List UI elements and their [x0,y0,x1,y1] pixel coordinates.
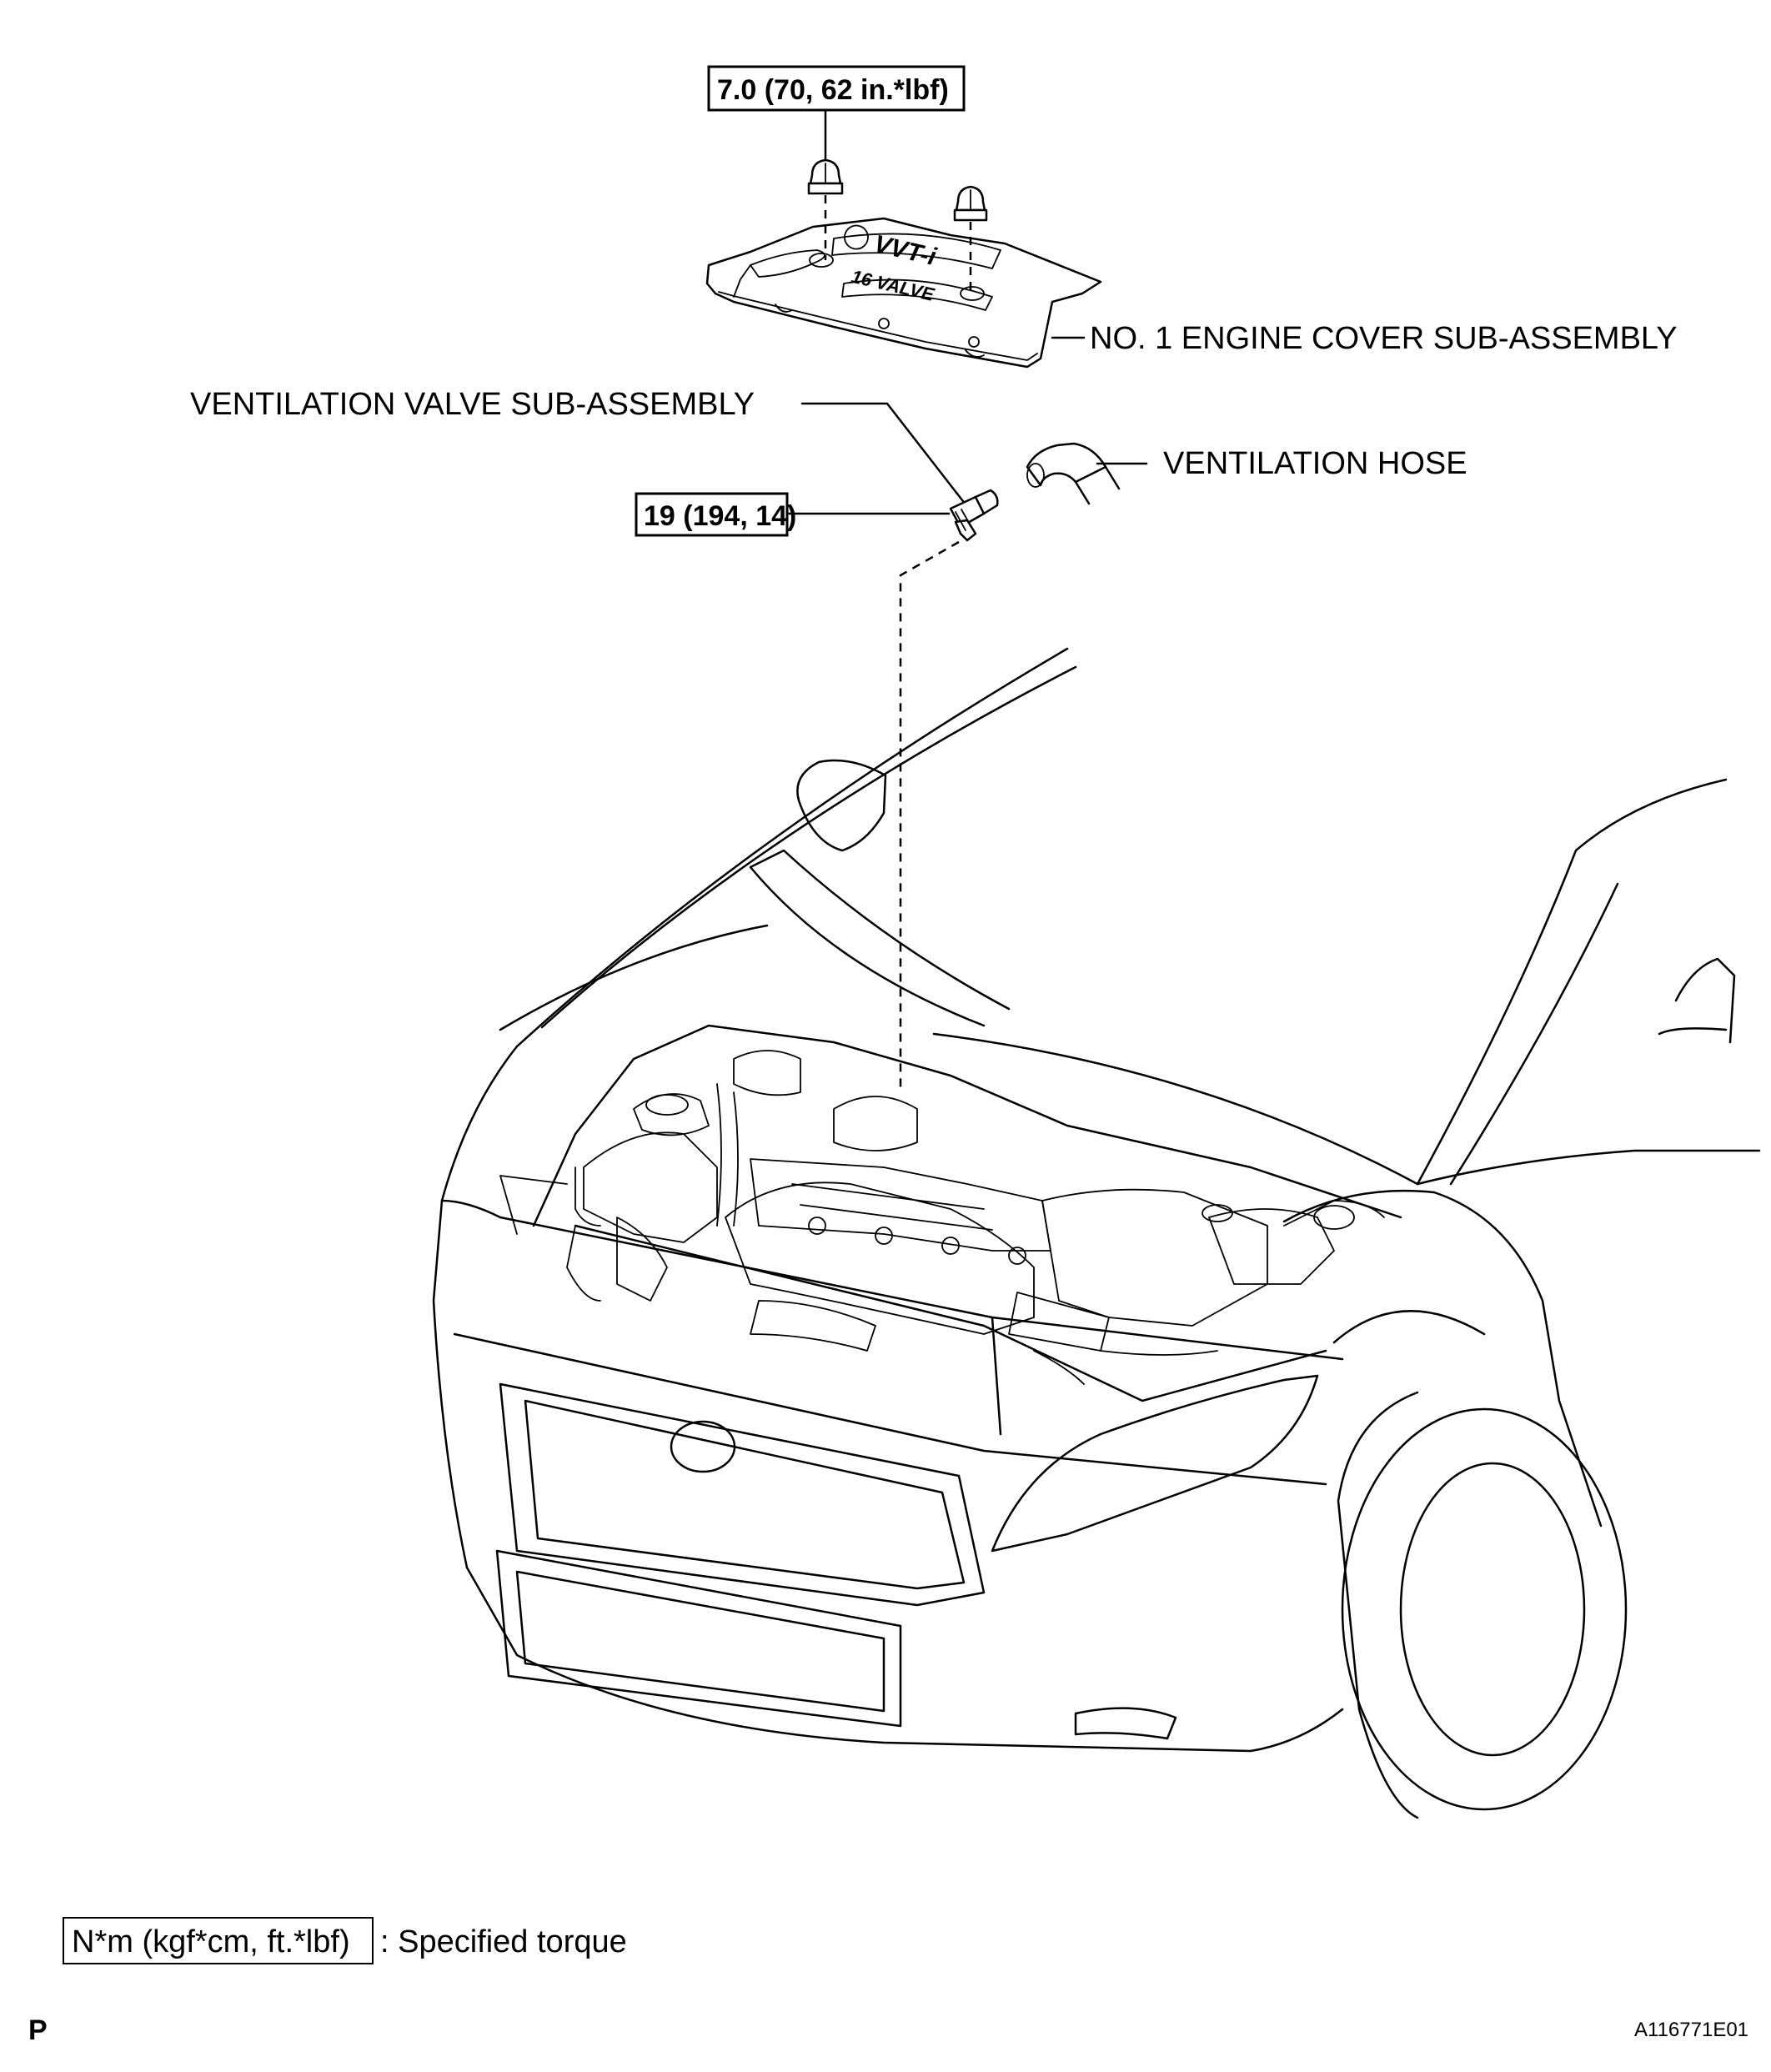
torque-callout-valve: 19 (194, 14) [635,492,951,537]
torque-text-valve: 19 (194, 14) [644,500,796,532]
torque-box-valve [635,492,789,537]
cap-nut-left [807,158,844,195]
torque-text-cover-nuts: 7.0 (70, 62 in.*lbf) [717,74,949,106]
legend-torque-box [63,1917,374,1964]
vehicle-illustration [432,647,1761,1819]
cap-nut-right [953,185,988,222]
fog-light [1074,1707,1177,1740]
figure-code: A116771E01 [1634,2019,1748,2041]
torque-callout-cover-nuts: 7.0 (70, 62 in.*lbf) [707,65,966,167]
corner-mark: P [28,2014,48,2046]
torque-box-cover-nuts [707,65,966,112]
ventilation-hose [1026,442,1121,505]
ventilation-valve-leader [800,402,967,506]
front-wheel [1341,1407,1628,1811]
legend: N*m (kgf*cm, ft.*lbf) : Specified torque [63,1917,627,1964]
engine-bay [499,1024,1402,1385]
front-emblem [670,1420,736,1473]
headlight [991,1374,1319,1553]
engine-cover-label: NO. 1 ENGINE COVER SUB-ASSEMBLY [1090,321,1678,356]
lower-grille [495,1549,902,1728]
legend-description: : Specified torque [380,1924,627,1959]
ventilation-hose-label: VENTILATION HOSE [1163,446,1467,481]
legend-torque-box-text: N*m (kgf*cm, ft.*lbf) [72,1924,350,1959]
ventilation-valve-label: VENTILATION VALVE SUB-ASSEMBLY [190,387,755,422]
valve-install-guide [899,540,960,1092]
engine-cover: VVT-i 16 VALVE [705,217,1102,369]
ventilation-valve [949,489,999,542]
cover-nut-hole-left [809,253,834,268]
upper-grille [499,1382,986,1607]
cover-emblem-16valve: 16 VALVE [850,266,937,305]
